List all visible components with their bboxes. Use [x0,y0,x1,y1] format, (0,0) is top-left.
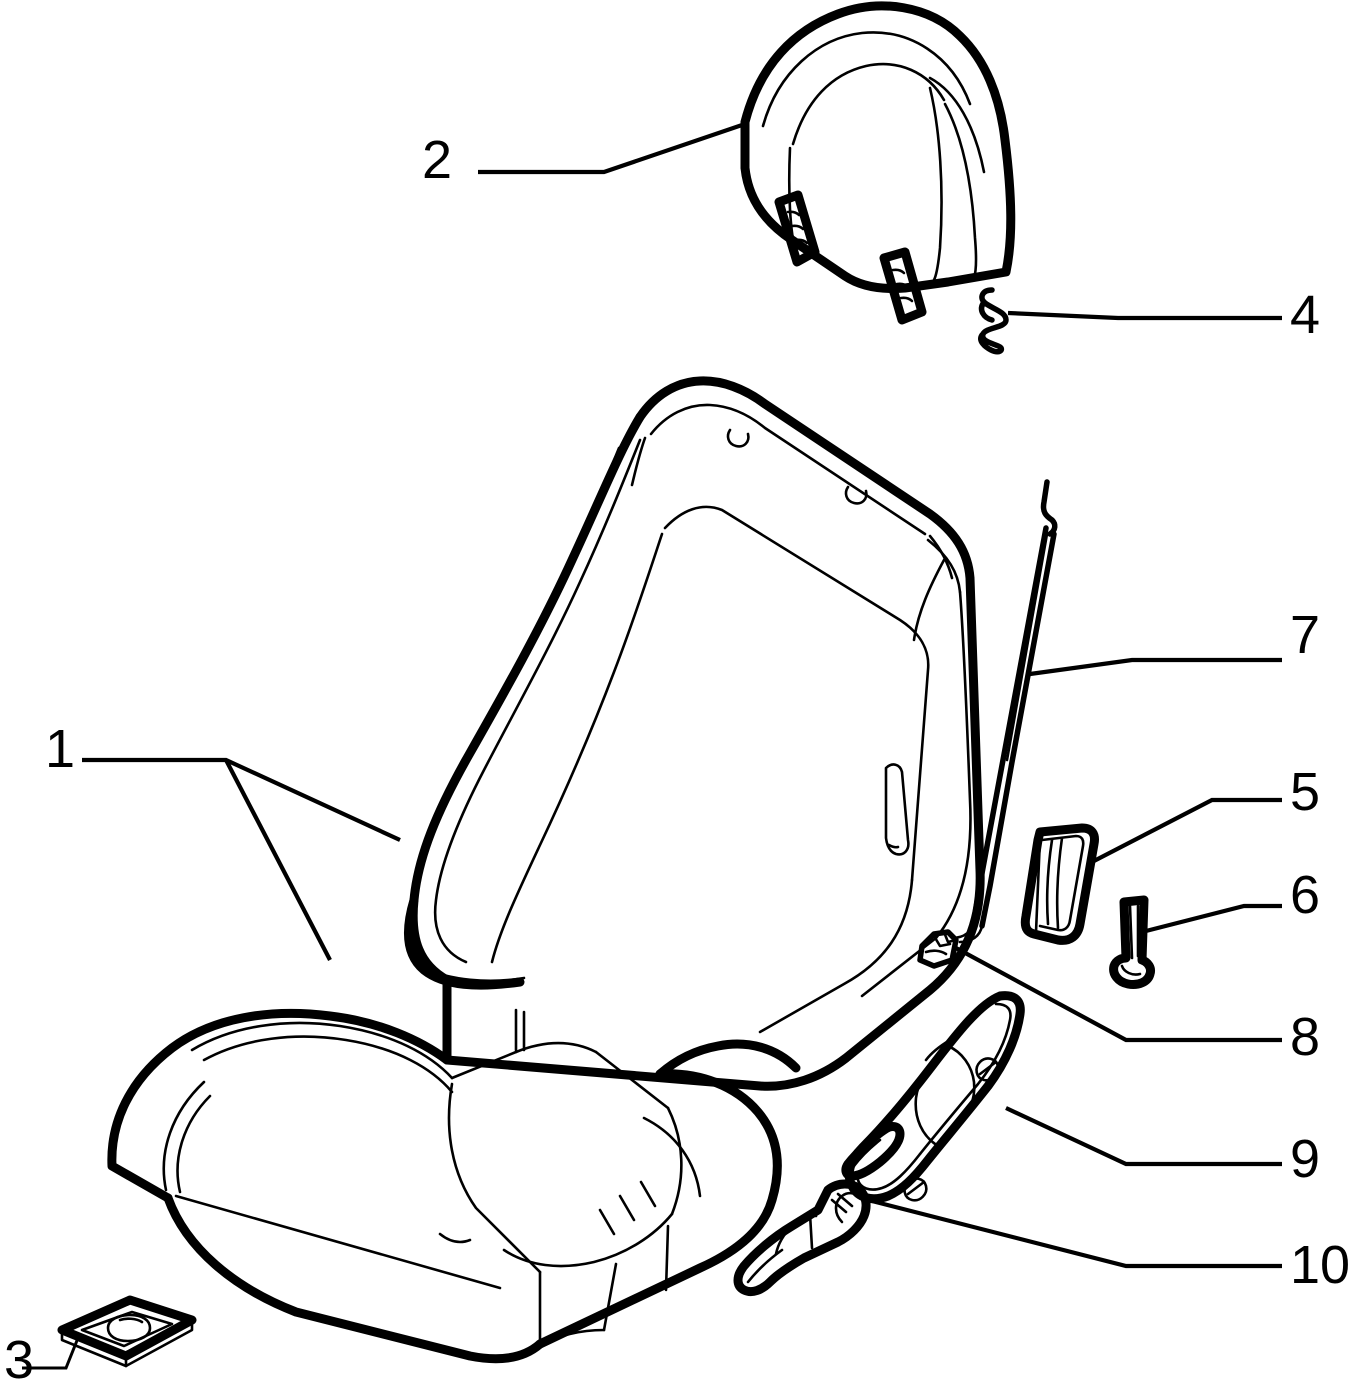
seat-back-trim-rod-part [950,479,1058,944]
callout-label-10: 10 [1290,1235,1348,1295]
callout-leader-lines [22,122,1282,1370]
callout-label-7: 7 [1290,605,1321,665]
spring-clip-part [978,287,1009,355]
callout-label-5: 5 [1290,762,1321,822]
headrest-part [740,1,1016,325]
mounting-plate-part [57,1295,197,1368]
hinge-trim-cover-part [1020,823,1099,945]
callout-label-3: 3 [4,1330,35,1379]
adjuster-lever-part [1109,895,1155,989]
callout-label-9: 9 [1290,1129,1321,1189]
callout-label-6: 6 [1290,865,1321,925]
retaining-clip-part [917,929,959,969]
seat-assembly-part [107,376,985,1364]
callout-label-8: 8 [1290,1007,1321,1067]
callout-label-4: 4 [1290,285,1321,345]
release-handle-part [733,1179,871,1297]
callout-label-1: 1 [45,719,76,779]
recliner-hinge-cover-part [841,991,1025,1204]
callout-label-2: 2 [422,130,453,190]
